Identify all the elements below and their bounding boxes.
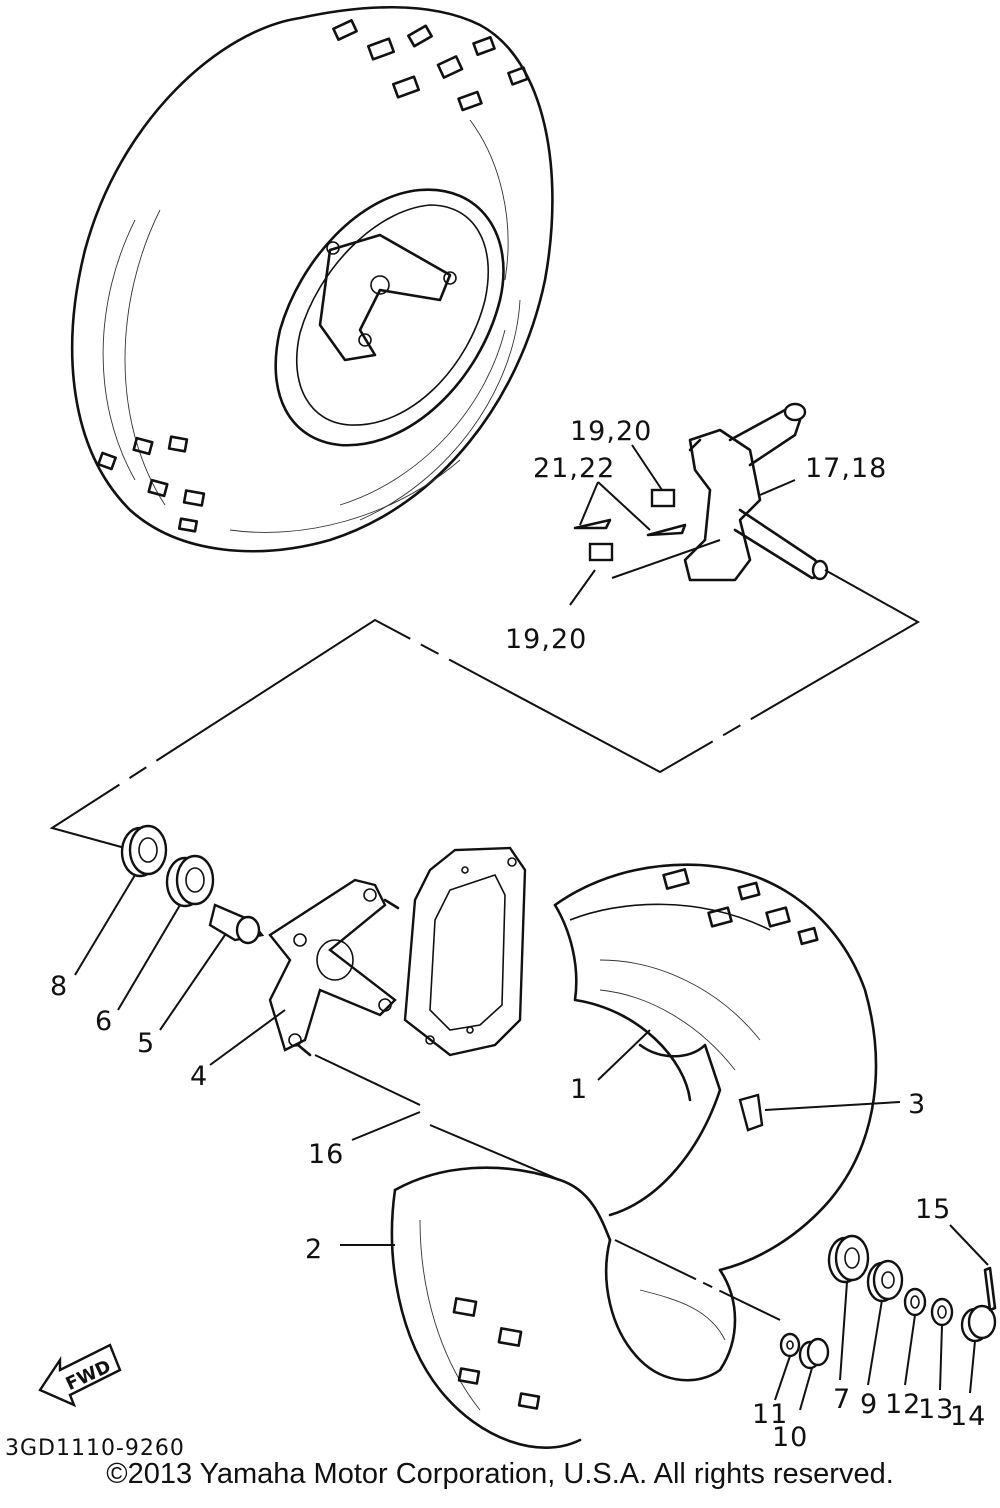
callout-14: 14 xyxy=(950,1401,986,1432)
castle-nut-upper xyxy=(650,488,676,508)
callout-15: 15 xyxy=(915,1194,951,1225)
callout-6: 6 xyxy=(95,1006,113,1037)
cotter-pin-right xyxy=(646,523,687,537)
callout-5: 5 xyxy=(137,1028,155,1059)
part-12-washer xyxy=(903,1287,927,1317)
steering-knuckle-illustration xyxy=(569,402,829,606)
tread-blocks-top xyxy=(332,19,529,112)
part-14-castle-nut xyxy=(960,1304,997,1343)
part-1-2-rim-halves xyxy=(390,863,878,1449)
part-4-hub xyxy=(268,878,400,1057)
drawing-code: 3GD1110-9260 xyxy=(5,1436,185,1461)
callout-7: 7 xyxy=(833,1384,851,1415)
castle-nut-lower xyxy=(588,542,614,562)
tread-blocks-bottom xyxy=(97,435,206,533)
callout-3: 3 xyxy=(908,1089,926,1120)
callout-19-20-bottom: 19,20 xyxy=(505,624,587,655)
callout-4: 4 xyxy=(190,1061,208,1092)
cotter-pin-left xyxy=(573,518,612,530)
part-6-bearing xyxy=(165,854,215,908)
part-5-spacer xyxy=(208,903,265,945)
part-16-plate xyxy=(403,846,527,1057)
part-10-nut xyxy=(798,1337,830,1370)
callout-16: 16 xyxy=(308,1139,344,1170)
part-15-cotter-pin xyxy=(983,1266,997,1312)
callout-10: 10 xyxy=(772,1422,808,1453)
fwd-arrow: FWD xyxy=(38,1343,122,1408)
part-13-washer xyxy=(930,1297,954,1327)
part-3-valve xyxy=(738,1093,764,1132)
callout-numbers: 19,20 21,22 17,18 19,20 8 6 5 4 1 3 16 1… xyxy=(50,416,986,1453)
callout-13: 13 xyxy=(918,1394,954,1425)
part-7-bearing xyxy=(827,1234,870,1284)
part-9-seal xyxy=(866,1259,904,1303)
assembly-connector-lines xyxy=(49,569,921,1321)
callout-21-22: 21,22 xyxy=(533,453,615,484)
callout-19-20-top: 19,20 xyxy=(570,416,652,447)
axle-hardware-parts xyxy=(779,1234,997,1370)
callout-11: 11 xyxy=(752,1399,788,1430)
callout-8: 8 xyxy=(50,971,68,1002)
callout-1: 1 xyxy=(570,1074,588,1105)
callout-9: 9 xyxy=(860,1389,878,1420)
part-8-seal xyxy=(120,824,168,878)
assembled-wheel-illustration xyxy=(70,5,554,553)
callout-leaders xyxy=(74,874,989,1411)
callout-2: 2 xyxy=(305,1234,323,1265)
copyright-notice: ©2013 Yamaha Motor Corporation, U.S.A. A… xyxy=(106,1458,894,1490)
callout-17-18: 17,18 xyxy=(805,453,887,484)
callout-12: 12 xyxy=(885,1389,921,1420)
part-11-washer xyxy=(779,1332,801,1358)
